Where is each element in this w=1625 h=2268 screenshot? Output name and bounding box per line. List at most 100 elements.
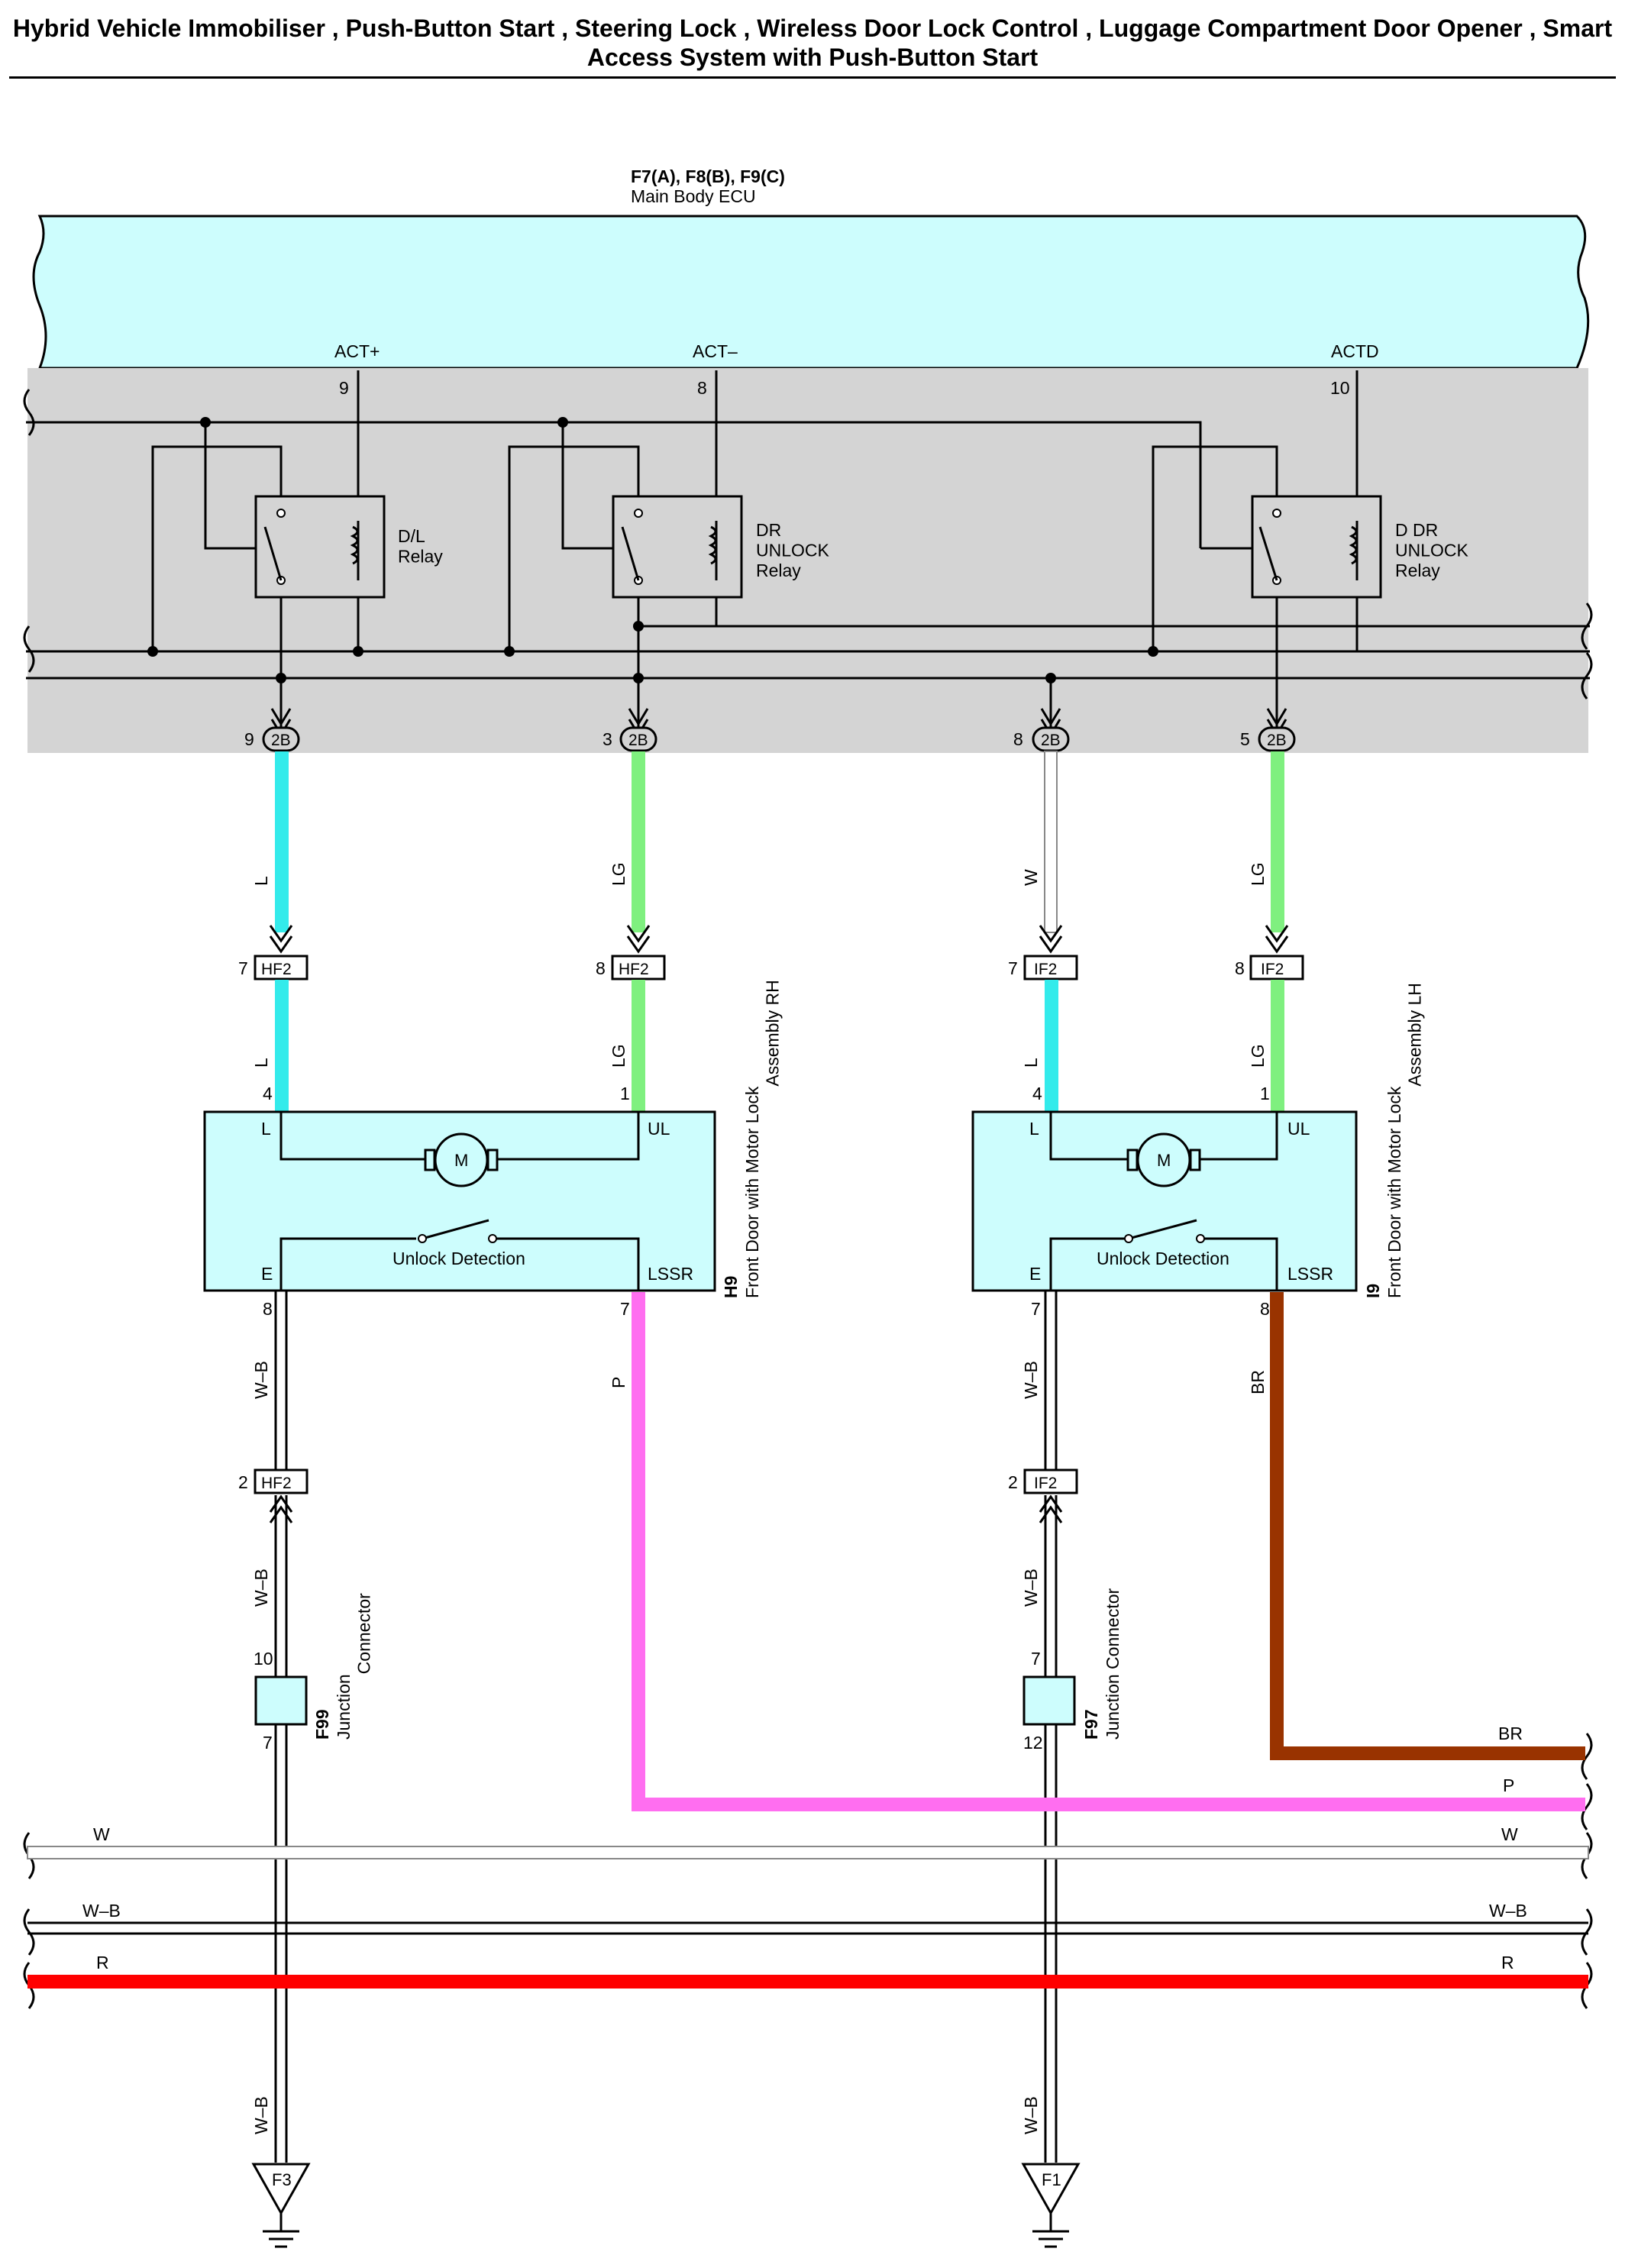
wire-label-wb-4: W–B <box>1021 1569 1041 1607</box>
door-rh-pin-lssr: 7 <box>620 1299 630 1319</box>
ground-f3-symbol <box>251 2163 311 2248</box>
junction-f97-pin-bottom: 12 <box>1023 1733 1043 1753</box>
wire-label-l-lower-2: L <box>1021 1058 1041 1068</box>
door-rh-label-lssr: LSSR <box>648 1264 693 1284</box>
door-lh-pin-lssr: 8 <box>1260 1299 1270 1319</box>
door-rh-switch-label: Unlock Detection <box>393 1249 525 1268</box>
wire-label-wb-6: W–B <box>1021 2096 1041 2134</box>
ecu-name: Main Body ECU <box>631 186 756 206</box>
connector-2b-3-name: 2B <box>628 732 648 749</box>
door-rh-motor-icon <box>424 1132 499 1187</box>
wire-label-wb-2: W–B <box>1021 1361 1041 1399</box>
bus-label-wb-right: W–B <box>1489 1901 1527 1921</box>
door-rh-pin-ul: 1 <box>620 1084 630 1103</box>
door-lh-label-ul: UL <box>1287 1119 1310 1139</box>
bus-label-w-right: W <box>1501 1824 1518 1844</box>
ecu-pin-name-actd: ACTD <box>1331 341 1379 361</box>
junction-f99-name: JunctionConnector <box>334 1593 373 1740</box>
ecu-pin-number-actd: 10 <box>1330 378 1350 398</box>
door-lh-switch-label: Unlock Detection <box>1097 1249 1229 1268</box>
door-rh-motor-label: M <box>454 1151 468 1170</box>
lower-wires <box>275 980 1284 1113</box>
ecu-id: F7(A), F8(B), F9(C) <box>631 166 785 186</box>
wire-label-lg-lower: LG <box>609 1044 628 1068</box>
door-lh-label-lssr: LSSR <box>1287 1264 1333 1284</box>
d-dr-unlock-relay <box>1251 495 1382 599</box>
door-lh-id: I9 <box>1363 1284 1383 1298</box>
door-lh-motor-icon <box>1126 1132 1201 1187</box>
junction-f97-name: Junction Connector <box>1103 1588 1123 1740</box>
ground-f3-label: F3 <box>272 2170 292 2189</box>
dl-relay <box>254 495 386 599</box>
wire-label-wb-1: W–B <box>251 1361 271 1399</box>
door-rh-internal <box>279 1112 640 1291</box>
wire-p <box>632 1292 1585 1811</box>
door-rh-pin-l: 4 <box>263 1084 273 1103</box>
connector-2b-5-name: 2B <box>1267 732 1287 749</box>
hf2-7-name: HF2 <box>261 961 292 978</box>
bus-lines <box>27 1846 1589 1989</box>
ecu-pin-number-act-minus: 8 <box>697 378 707 398</box>
junction-f97-id: F97 <box>1081 1709 1101 1740</box>
ecu-pin-name-act-minus: ACT– <box>693 341 738 361</box>
door-rh-switch-contact-1 <box>418 1234 427 1243</box>
break-marks <box>23 389 1593 2009</box>
dr-unlock-relay <box>612 495 743 599</box>
ecu-connectors <box>262 708 1296 752</box>
junction-connector-f97[interactable] <box>1022 1675 1076 1726</box>
door-rh-label-l: L <box>261 1119 271 1139</box>
wire-label-lg-lower-2: LG <box>1248 1044 1268 1068</box>
inline-connectors-upper <box>254 925 1304 981</box>
wire-label-lg-upper-2: LG <box>1248 862 1268 886</box>
bus-label-w-left: W <box>93 1824 110 1844</box>
if2-8-pin: 8 <box>1235 958 1245 978</box>
junction-connector-f99[interactable] <box>254 1675 308 1726</box>
upper-wires <box>275 751 1284 933</box>
junction-f99-id: F99 <box>312 1709 332 1740</box>
door-lh-internal <box>1049 1112 1278 1291</box>
wire-label-br: BR <box>1248 1370 1268 1394</box>
ground-f1-label: F1 <box>1042 2170 1061 2189</box>
door-lh-switch-contact-2 <box>1196 1234 1205 1243</box>
connector-2b-8-pin: 8 <box>1013 729 1023 749</box>
diagram-title: Hybrid Vehicle Immobiliser , Push-Button… <box>12 15 1613 71</box>
wire-label-p: P <box>609 1377 628 1388</box>
hf2-7-pin: 7 <box>238 958 248 978</box>
junction-f99-pin-top: 10 <box>254 1649 273 1669</box>
ecu-junction-dots <box>147 417 1158 683</box>
bus-label-wb-left: W–B <box>82 1901 121 1921</box>
bus-label-r-left: R <box>96 1953 109 1972</box>
door-rh-label-ul: UL <box>648 1119 670 1139</box>
door-lh-label-e: E <box>1029 1264 1041 1284</box>
if2-7-name: IF2 <box>1034 961 1057 978</box>
door-lh-motor-label: M <box>1157 1151 1171 1170</box>
wire-br <box>1270 1292 1585 1760</box>
wire-label-l-upper: L <box>251 876 271 886</box>
title-divider <box>9 76 1616 79</box>
bus-label-r-right: R <box>1501 1953 1514 1972</box>
wire-label-l-lower: L <box>251 1058 271 1068</box>
hf2-2-pin: 2 <box>238 1472 248 1492</box>
door-rh-name: Front Door with Motor LockAssembly RH <box>742 980 782 1298</box>
connector-2b-9-name: 2B <box>271 732 291 749</box>
wire-label-wb-3: W–B <box>251 1569 271 1607</box>
door-rh-pin-e: 8 <box>263 1299 273 1319</box>
door-lh-pin-ul: 1 <box>1260 1084 1270 1103</box>
if2-2-name: IF2 <box>1034 1475 1057 1492</box>
door-lh-name: Front Door with Motor LockAssembly LH <box>1384 983 1424 1298</box>
if2-8-name: IF2 <box>1261 961 1284 978</box>
bus-label-p: P <box>1503 1775 1514 1795</box>
junction-f97-pin-top: 7 <box>1031 1649 1041 1669</box>
door-lh-switch-contact-1 <box>1124 1234 1133 1243</box>
door-lh-pin-l: 4 <box>1032 1084 1042 1103</box>
connector-2b-5-pin: 5 <box>1240 729 1250 749</box>
door-rh-id: H9 <box>721 1276 741 1298</box>
connector-2b-3-pin: 3 <box>603 729 612 749</box>
wire-label-wb-5: W–B <box>251 2096 271 2134</box>
ecu-pin-number-act-plus: 9 <box>339 378 349 398</box>
wire-label-w-upper: W <box>1021 869 1041 886</box>
